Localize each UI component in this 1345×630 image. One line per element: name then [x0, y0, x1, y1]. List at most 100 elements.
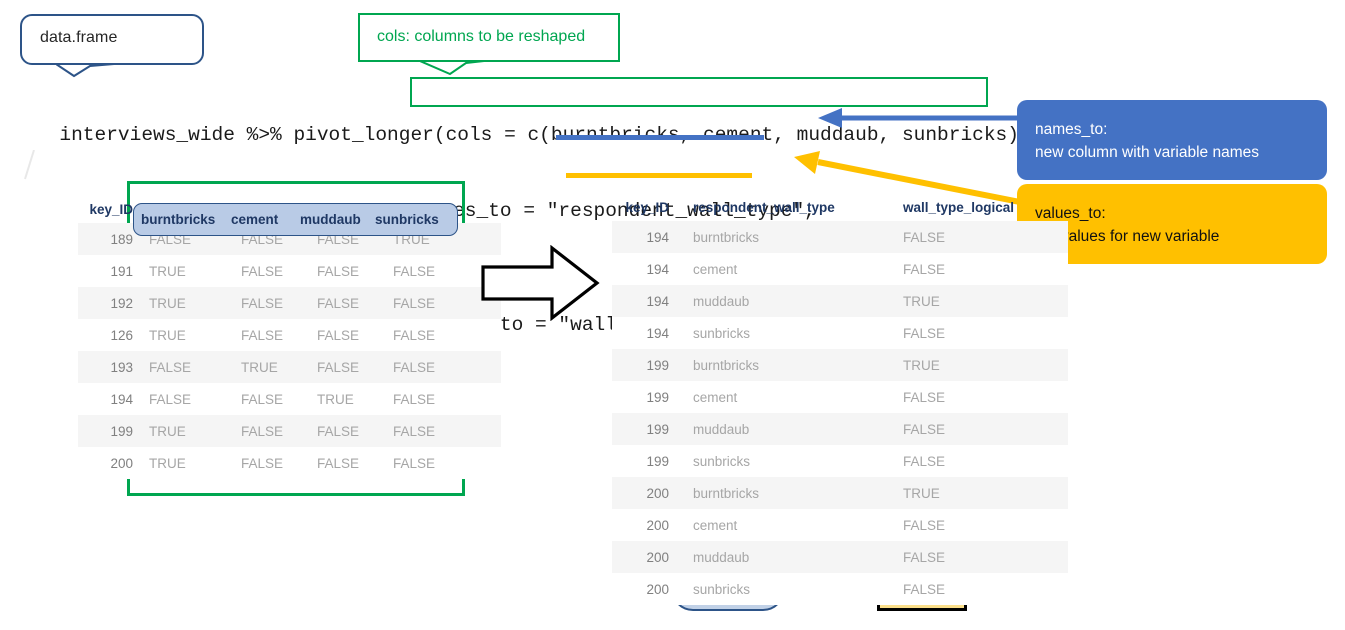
- left-table-value-cell: TRUE: [149, 295, 186, 311]
- right-table-name-cell: burntbricks: [693, 357, 760, 373]
- right-table-pad-cell: [1024, 253, 1068, 285]
- left-table-value-cell: FALSE: [241, 391, 284, 407]
- right-table-names-highlight: [671, 229, 785, 611]
- data-frame-callout-label: data.frame: [40, 29, 118, 46]
- left-header-muddaub: muddaub: [300, 212, 361, 227]
- right-table-name-cell: cement: [693, 389, 738, 405]
- right-table-name-cell: muddaub: [693, 293, 750, 309]
- right-table-key-cell: 199: [646, 357, 669, 373]
- right-table-value-cell: FALSE: [903, 389, 946, 405]
- right-table-value-cell: TRUE: [903, 485, 940, 501]
- right-table-pad-cell: [1024, 445, 1068, 477]
- left-table-key-cell: 194: [110, 391, 133, 407]
- left-table-value-cell: FALSE: [393, 391, 436, 407]
- left-table-header-row: key_ID: [78, 202, 501, 223]
- left-header-sunbricks: sunbricks: [375, 212, 439, 227]
- right-table-pad-cell: [1024, 317, 1068, 349]
- left-table-value-cell: FALSE: [393, 423, 436, 439]
- left-table-value-cell: FALSE: [317, 455, 360, 471]
- right-table-pad-cell: [1024, 541, 1068, 573]
- right-table-value-cell: TRUE: [903, 357, 940, 373]
- right-table-values-header: wall_type_logical: [903, 200, 1015, 215]
- right-table-pad-cell: [1024, 221, 1068, 253]
- left-table-row: 194 FALSE FALSE TRUE FALSE: [78, 383, 501, 415]
- left-table-value-cell: FALSE: [393, 263, 436, 279]
- values-to-underline: [566, 173, 752, 178]
- right-table-value-cell: FALSE: [903, 581, 946, 597]
- right-names-header-underline: [673, 222, 813, 226]
- left-header-cement: cement: [231, 212, 279, 227]
- left-table-key-cell: 199: [110, 423, 133, 439]
- left-table-value-cell: TRUE: [317, 391, 354, 407]
- left-table-key-cell: 189: [110, 231, 133, 247]
- right-table-value-cell: FALSE: [903, 517, 946, 533]
- names-to-info-box: names_to: new column with variable names: [1017, 100, 1327, 180]
- right-table-pad-cell: [1024, 413, 1068, 445]
- right-table-key-header: key_ID: [625, 200, 669, 215]
- left-table-header-pill: burntbricks cement muddaub sunbricks: [133, 203, 458, 236]
- right-table-pad-cell: [1024, 349, 1068, 381]
- cols-callout: cols: columns to be reshaped: [358, 13, 620, 62]
- left-table-pad-cell: [463, 447, 501, 479]
- right-table-pad-cell: [1024, 477, 1068, 509]
- values-to-info-box: values_to: the values for new variable: [1017, 184, 1327, 264]
- left-table-value-cell: TRUE: [149, 263, 186, 279]
- left-table-value-cell: TRUE: [149, 423, 186, 439]
- values-to-info-text: values_to: the values for new variable: [1035, 202, 1219, 248]
- left-table-value-cell: FALSE: [149, 391, 192, 407]
- right-table-value-cell: FALSE: [903, 325, 946, 341]
- left-table-value-cell: FALSE: [317, 423, 360, 439]
- right-table-key-cell: 199: [646, 421, 669, 437]
- values-to-description: the values for new variable: [1035, 228, 1220, 245]
- left-table-value-cell: FALSE: [241, 455, 284, 471]
- names-to-underline: [556, 135, 764, 140]
- left-table-green-outline: [127, 181, 465, 496]
- stray-slash-mark: [24, 150, 35, 180]
- right-table-value-cell: FALSE: [903, 261, 946, 277]
- right-table-name-cell: sunbricks: [693, 453, 751, 469]
- right-table-name-cell: burntbricks: [693, 485, 760, 501]
- right-table-name-cell: muddaub: [693, 421, 750, 437]
- right-table-names-header: respondent_wall_type: [693, 200, 835, 215]
- right-table-pad-cell: [1024, 573, 1068, 605]
- right-values-header-underline: [883, 222, 991, 226]
- names-to-description: new column with variable names: [1035, 144, 1259, 161]
- right-table-pad-cell: [1024, 509, 1068, 541]
- left-table-value-cell: FALSE: [149, 359, 192, 375]
- left-table-value-cell: TRUE: [149, 455, 186, 471]
- right-table-pad-cell: [1024, 381, 1068, 413]
- cols-callout-label: cols: columns to be reshaped: [377, 28, 586, 45]
- left-table-row: 126 TRUE FALSE FALSE FALSE: [78, 319, 501, 351]
- right-table-name-cell: muddaub: [693, 549, 750, 565]
- names-to-info-text: names_to: new column with variable names: [1035, 118, 1259, 164]
- left-table-value-cell: FALSE: [241, 327, 284, 343]
- left-table-value-cell: FALSE: [241, 423, 284, 439]
- right-table-value-cell: FALSE: [903, 421, 946, 437]
- right-table-key-cell: 194: [646, 325, 669, 341]
- left-table-value-cell: FALSE: [393, 359, 436, 375]
- left-table-value-cell: FALSE: [317, 263, 360, 279]
- left-table-key-cell: 126: [110, 327, 133, 343]
- left-table-key-cell: 192: [110, 295, 133, 311]
- right-table-key-cell: 200: [646, 549, 669, 565]
- values-to-title: values_to:: [1035, 205, 1106, 222]
- right-table-value-cell: FALSE: [903, 453, 946, 469]
- left-table-value-cell: FALSE: [317, 327, 360, 343]
- left-table-value-cell: FALSE: [393, 327, 436, 343]
- names-to-title: names_to:: [1035, 121, 1108, 138]
- left-table-value-cell: TRUE: [149, 327, 186, 343]
- left-table-pad-cell: [463, 351, 501, 383]
- left-table-pad-cell: [463, 319, 501, 351]
- left-table-key-cell: 193: [110, 359, 133, 375]
